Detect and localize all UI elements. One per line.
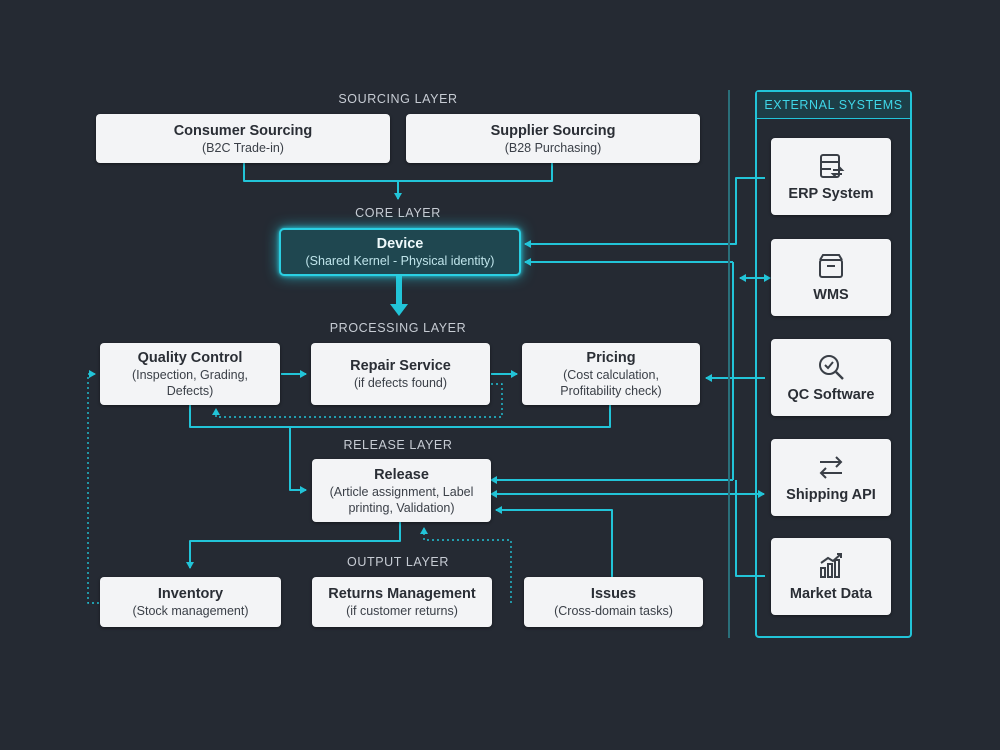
node-title: Supplier Sourcing — [490, 122, 616, 139]
node-subtitle: (B2C Trade-in) — [202, 140, 284, 155]
node-pricing[interactable]: Pricing (Cost calculation, Profitability… — [522, 343, 700, 405]
external-node-erp[interactable]: ERP System — [771, 138, 891, 215]
external-node-title: ERP System — [788, 186, 874, 202]
node-subtitle: (Shared Kernel - Physical identity) — [305, 254, 495, 268]
node-title: Issues — [590, 586, 637, 602]
erp-icon — [820, 154, 845, 178]
node-title: Returns Management — [328, 586, 476, 602]
node-title: Repair Service — [350, 358, 451, 374]
node-title: Release — [374, 466, 429, 483]
node-device[interactable]: Device (Shared Kernel - Physical identit… — [279, 228, 521, 276]
node-subtitle: (if customer returns) — [346, 604, 458, 618]
bar-chart-icon — [820, 553, 842, 578]
node-title: Consumer Sourcing — [173, 122, 313, 139]
layer-label-sourcing: SOURCING LAYER — [338, 92, 458, 106]
layer-label-processing: PROCESSING LAYER — [329, 321, 467, 335]
layer-label-core: CORE LAYER — [355, 206, 441, 220]
node-title: Quality Control — [137, 350, 243, 366]
external-node-title: WMS — [813, 287, 849, 303]
external-node-shipping-api[interactable]: Shipping API — [771, 439, 891, 516]
node-subtitle: (if defects found) — [353, 376, 448, 390]
external-systems-panel: EXTERNAL SYSTEMS — [755, 90, 912, 638]
external-node-title: QC Software — [787, 387, 875, 403]
node-release[interactable]: Release (Article assignment, Label print… — [312, 459, 491, 522]
node-title: Device — [376, 236, 424, 252]
node-consumer-sourcing[interactable]: Consumer Sourcing (B2C Trade-in) — [96, 114, 390, 163]
layer-label-release: RELEASE LAYER — [343, 438, 453, 452]
swap-arrows-icon — [819, 456, 843, 479]
node-title: Pricing — [586, 350, 636, 366]
node-subtitle: (Inspection, Grading, Defects) — [131, 368, 249, 398]
node-quality-control[interactable]: Quality Control (Inspection, Grading, De… — [100, 343, 280, 405]
box-icon — [819, 254, 843, 278]
external-node-market-data[interactable]: Market Data — [771, 538, 891, 615]
node-subtitle: (Stock management) — [132, 604, 249, 618]
external-node-title: Market Data — [789, 586, 873, 602]
node-subtitle: (Article assignment, Label printing, Val… — [329, 484, 474, 515]
node-repair-service[interactable]: Repair Service (if defects found) — [311, 343, 490, 405]
node-issues[interactable]: Issues (Cross-domain tasks) — [524, 577, 703, 627]
external-node-wms[interactable]: WMS — [771, 239, 891, 316]
external-systems-header: EXTERNAL SYSTEMS — [757, 92, 910, 119]
section-divider — [728, 90, 730, 638]
external-node-title: Shipping API — [786, 487, 876, 503]
node-inventory[interactable]: Inventory (Stock management) — [100, 577, 281, 627]
check-search-icon — [819, 355, 844, 380]
node-returns-management[interactable]: Returns Management (if customer returns) — [312, 577, 492, 627]
external-node-qc-software[interactable]: QC Software — [771, 339, 891, 416]
node-subtitle: (Cost calculation, Profitability check) — [560, 368, 662, 398]
node-title: Inventory — [157, 586, 224, 602]
node-subtitle: (B28 Purchasing) — [504, 140, 602, 155]
layer-label-output: OUTPUT LAYER — [347, 555, 449, 569]
node-supplier-sourcing[interactable]: Supplier Sourcing (B28 Purchasing) — [406, 114, 700, 163]
node-subtitle: (Cross-domain tasks) — [554, 604, 673, 618]
